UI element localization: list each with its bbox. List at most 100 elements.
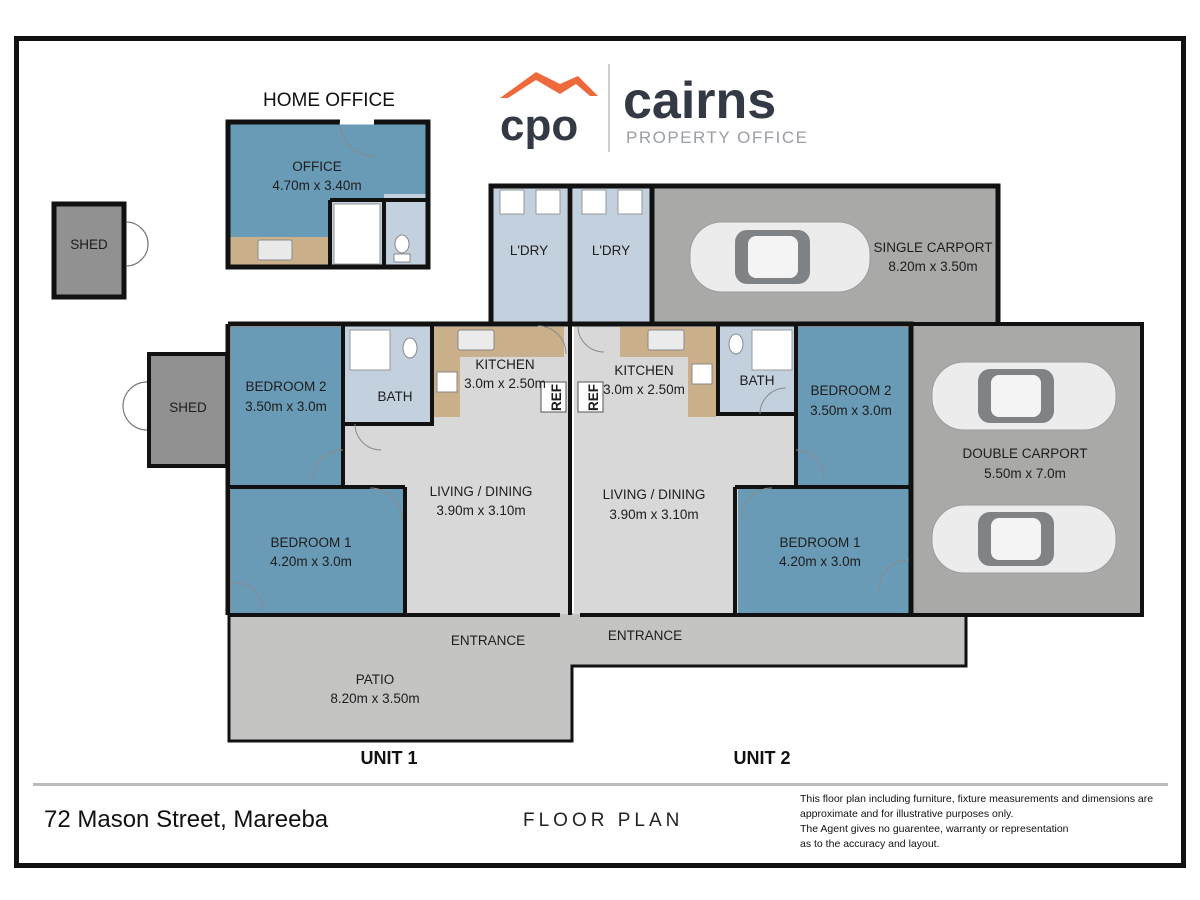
home-office-title: HOME OFFICE — [263, 90, 395, 111]
laundry-unit1-washer-icon — [535, 189, 561, 215]
shed-top-label: SHED — [70, 237, 108, 252]
door-swing — [537, 325, 567, 355]
logo-divider — [608, 64, 610, 152]
footer-divider — [33, 783, 1168, 786]
unit2-bedroom2-size: 3.50m x 3.0m — [810, 403, 892, 418]
unit2-ref-label: REF — [586, 384, 601, 411]
door-swing — [759, 387, 787, 415]
double-carport-size: 5.50m x 7.0m — [984, 466, 1066, 481]
car-icon — [931, 504, 1117, 574]
unit2-bedroom-walls — [733, 324, 911, 615]
building-walls — [225, 321, 914, 617]
unit2-entrance-label: ENTRANCE — [608, 628, 682, 643]
office-size: 4.70m x 3.40m — [272, 178, 361, 193]
unit2-kitchen-name: KITCHEN — [614, 363, 673, 378]
unit2-label: UNIT 2 — [733, 748, 790, 768]
door-swings — [234, 325, 910, 612]
unit2-bath-walls — [716, 324, 796, 416]
unit1-bedroom2-name: BEDROOM 2 — [245, 379, 326, 394]
unit1-shower-icon — [349, 329, 391, 371]
unit1-kitchen-size: 3.0m x 2.50m — [464, 376, 546, 391]
disclaimer-line: as to the accuracy and layout. — [800, 838, 940, 850]
laundry-unit2-washer-icon — [581, 189, 607, 215]
unit2-living-size: 3.90m x 3.10m — [609, 507, 698, 522]
double-carport: DOUBLE CARPORT 5.50m x 7.0m — [911, 322, 1144, 617]
single-carport-name: SINGLE CARPORT — [873, 240, 992, 255]
shed-side: SHED — [122, 352, 229, 468]
car-icon — [931, 361, 1117, 431]
shed-top-door-swing — [125, 221, 149, 267]
office-name: OFFICE — [292, 159, 342, 174]
unit1-bedroom1-size: 4.20m x 3.0m — [270, 554, 352, 569]
floor-plan-title: FLOOR PLAN — [523, 810, 684, 831]
logo-tagline: PROPERTY OFFICE — [626, 128, 808, 147]
shed-side-door-swing — [122, 381, 148, 431]
door-swing — [577, 325, 605, 353]
single-carport: SINGLE CARPORT 8.20m x 3.50m — [652, 183, 1001, 324]
door-swing — [369, 487, 403, 521]
unit1-kitchen-name: KITCHEN — [475, 357, 534, 372]
company-logo: cpo cairns PROPERTY OFFICE — [500, 64, 808, 152]
unit1-sink-icon — [457, 329, 495, 351]
single-carport-size: 8.20m x 3.50m — [888, 259, 977, 274]
unit1-living-size: 3.90m x 3.10m — [436, 503, 525, 518]
unit1-label: UNIT 1 — [360, 748, 417, 768]
laundry-unit1: L'DRY — [491, 186, 567, 324]
unit2-cooktop-icon — [691, 363, 713, 385]
shed-side-box — [147, 352, 229, 468]
property-address: 72 Mason Street, Mareeba — [44, 806, 329, 833]
office-shower — [333, 203, 381, 265]
shed-side-label: SHED — [169, 400, 207, 415]
car-roof-panel — [991, 518, 1041, 560]
unit2-kitchen-size: 3.0m x 2.50m — [603, 382, 685, 397]
office-inner-walls — [328, 198, 428, 267]
disclaimer: This floor plan including furniture, fix… — [800, 792, 1175, 852]
unit1-bath-walls — [343, 324, 434, 426]
logo-name: cairns — [623, 72, 776, 130]
unit2-shower-icon — [751, 329, 793, 371]
unit2-fridge — [577, 381, 604, 413]
laundry-unit2: L'DRY — [573, 186, 652, 324]
door-swing — [795, 449, 825, 479]
unit1-bath-label: BATH — [377, 389, 412, 404]
unit1-bedroom2-size: 3.50m x 3.0m — [245, 399, 327, 414]
unit2-bedroom2-name: BEDROOM 2 — [810, 383, 891, 398]
double-carport-name: DOUBLE CARPORT — [962, 446, 1087, 461]
car-icon — [689, 221, 871, 293]
door-swing — [234, 582, 264, 612]
laundry-unit2-tub-icon — [617, 189, 643, 215]
unit1-bedroom-walls — [228, 324, 407, 615]
car-roof-panel — [748, 236, 798, 278]
patio-name: PATIO — [356, 672, 395, 687]
shed-top-box — [51, 201, 127, 300]
unit2-sink-icon — [647, 329, 685, 351]
patio-size: 8.20m x 3.50m — [330, 691, 419, 706]
door-swing — [312, 449, 344, 481]
door-swing — [878, 559, 910, 591]
unit1-bedroom1 — [231, 489, 403, 613]
patio-outline — [227, 613, 968, 743]
roof-icon — [500, 72, 598, 98]
door-swing — [354, 423, 382, 451]
double-carport-wall — [911, 322, 1144, 617]
door-swing — [741, 487, 773, 519]
unit1-fridge — [540, 381, 567, 413]
unit1-entrance-label: ENTRANCE — [451, 633, 525, 648]
home-office: OFFICE 4.70m x 3.40m — [225, 119, 431, 270]
office-toilet-icon — [394, 234, 410, 254]
unit2-toilet-icon — [728, 333, 744, 355]
unit2-bath-label: BATH — [739, 373, 774, 388]
unit2-bedroom1-name: BEDROOM 1 — [779, 535, 860, 550]
unit1-cooktop-icon — [436, 371, 458, 393]
unit1-living-name: LIVING / DINING — [430, 484, 533, 499]
unit1-bedroom1-name: BEDROOM 1 — [270, 535, 351, 550]
car-roof-panel — [991, 375, 1041, 417]
single-carport-wall — [652, 183, 1001, 324]
unit1-toilet-icon — [402, 337, 418, 359]
unit1-bedroom2 — [231, 327, 341, 485]
unit2-bedroom1-size: 4.20m x 3.0m — [779, 554, 861, 569]
shed-top: SHED — [51, 201, 149, 300]
disclaimer-line: The Agent gives no guarentee, warranty o… — [800, 823, 1069, 835]
laundry-unit1-label: L'DRY — [510, 243, 548, 258]
unit2-living-name: LIVING / DINING — [603, 487, 706, 502]
